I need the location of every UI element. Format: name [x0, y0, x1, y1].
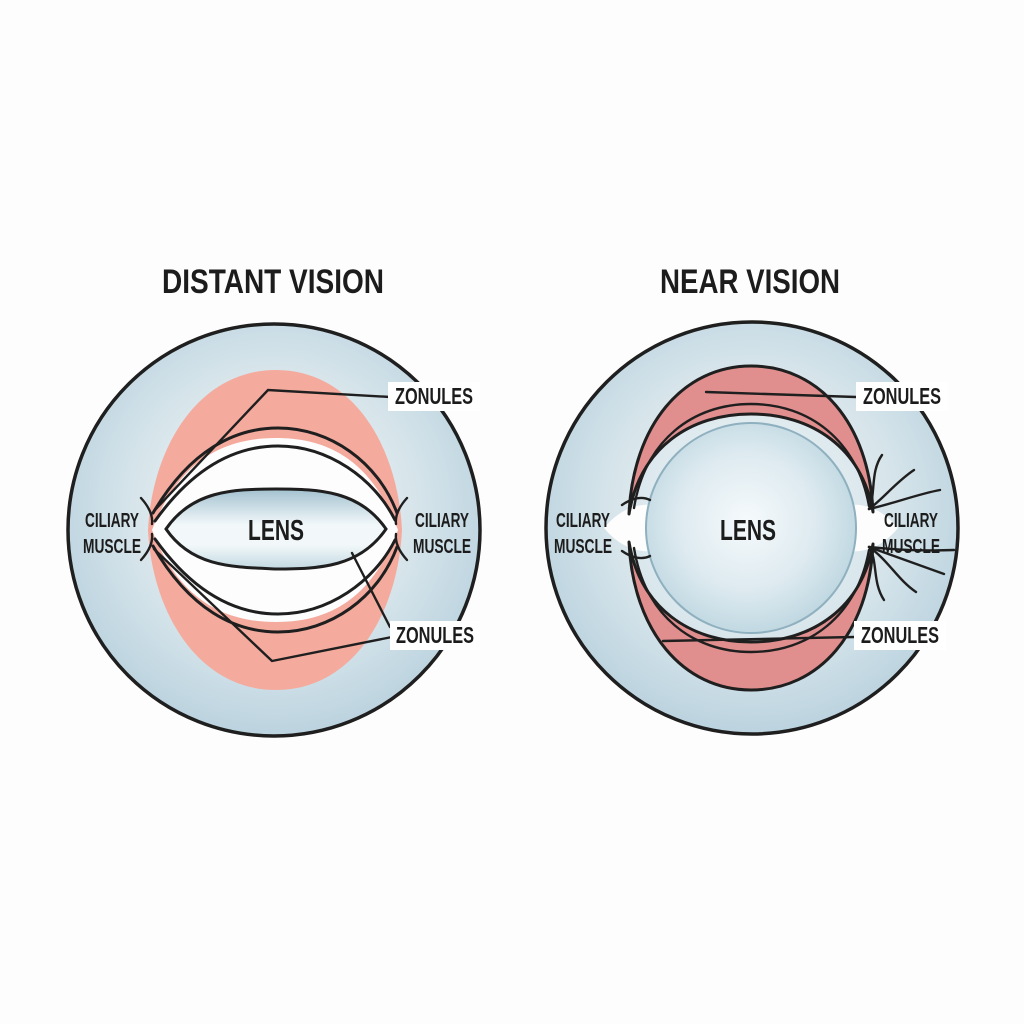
- lens-label: LENS: [248, 515, 304, 547]
- slack-zonule-fiber: [867, 545, 956, 552]
- ciliary-muscle-left-label-line1: CILIARY: [556, 510, 610, 532]
- lens-rounded: [645, 422, 857, 634]
- ciliary-muscle-left-label-line2: MUSCLE: [83, 536, 141, 558]
- muscle-top-seam-line: [632, 402, 871, 510]
- slack-zonule-fiber: [867, 545, 946, 576]
- zonules-top-label: ZONULES: [863, 383, 941, 409]
- zonules-bottom-label: ZONULES: [396, 622, 474, 648]
- near-vision-eye: ZONULES ZONULES CILIARY MUSCLE CILIARY M…: [544, 320, 960, 736]
- muscle-bottom-seam-line: [632, 546, 871, 654]
- ciliary-muscle-right-label-line1: CILIARY: [884, 510, 938, 532]
- zonules-bottom-label-box: [390, 621, 480, 650]
- distant-vision-title: DISTANT VISION: [162, 263, 384, 301]
- ciliary-muscle-right-label-line2: MUSCLE: [882, 536, 940, 558]
- slack-zonule-fiber: [867, 468, 916, 511]
- zonule-fiber-upper-outer: [151, 426, 399, 515]
- zonules-bottom-leader-line: [152, 547, 394, 663]
- ciliary-muscle-right-label-line2: MUSCLE: [413, 536, 471, 558]
- slack-zonule-fiber: [867, 453, 884, 511]
- zonule-fiber-lower-inner: [153, 537, 397, 616]
- zonules-top-label-box: [388, 382, 480, 411]
- near-vision-title: NEAR VISION: [660, 263, 840, 301]
- ciliary-tip-tick: [394, 532, 409, 562]
- zonule-fiber-upper-inner: [153, 444, 397, 523]
- ciliary-muscle-right-label-line1: CILIARY: [415, 510, 469, 532]
- slack-zonule-fiber: [867, 545, 918, 594]
- zonule-fiber-lower-outer: [151, 544, 399, 634]
- zonules-bottom-leader-line-2: [350, 551, 392, 629]
- zonules-top-label-box: [856, 382, 948, 411]
- slack-zonule-fiber: [867, 545, 886, 602]
- ciliary-tip-tick: [139, 496, 154, 526]
- lens-label: LENS: [720, 515, 776, 547]
- ciliary-tip-curl: [620, 549, 652, 560]
- zonules-bottom-label-box: [854, 621, 946, 650]
- ciliary-tip-tick: [139, 532, 154, 562]
- ciliary-muscle-left-label-line2: MUSCLE: [554, 536, 612, 558]
- slack-zonule-fiber: [867, 488, 942, 511]
- lens-flattened: [164, 487, 388, 571]
- zonules-top-leader-line: [152, 388, 392, 513]
- zonules-top-label: ZONULES: [395, 383, 473, 409]
- zonules-bottom-leader-line: [661, 635, 856, 643]
- zonules-bottom-label: ZONULES: [861, 622, 939, 648]
- distant-vision-eye: ZONULES ZONULES CILIARY MUSCLE CILIARY M…: [66, 322, 482, 738]
- contracted-ciliary-muscle-bottom: [627, 540, 875, 692]
- ciliary-muscle-left-label-line1: CILIARY: [85, 510, 139, 532]
- ciliary-tip-tick: [394, 496, 409, 526]
- ciliary-tip-curl: [620, 496, 652, 507]
- zonules-top-leader-line: [704, 390, 858, 399]
